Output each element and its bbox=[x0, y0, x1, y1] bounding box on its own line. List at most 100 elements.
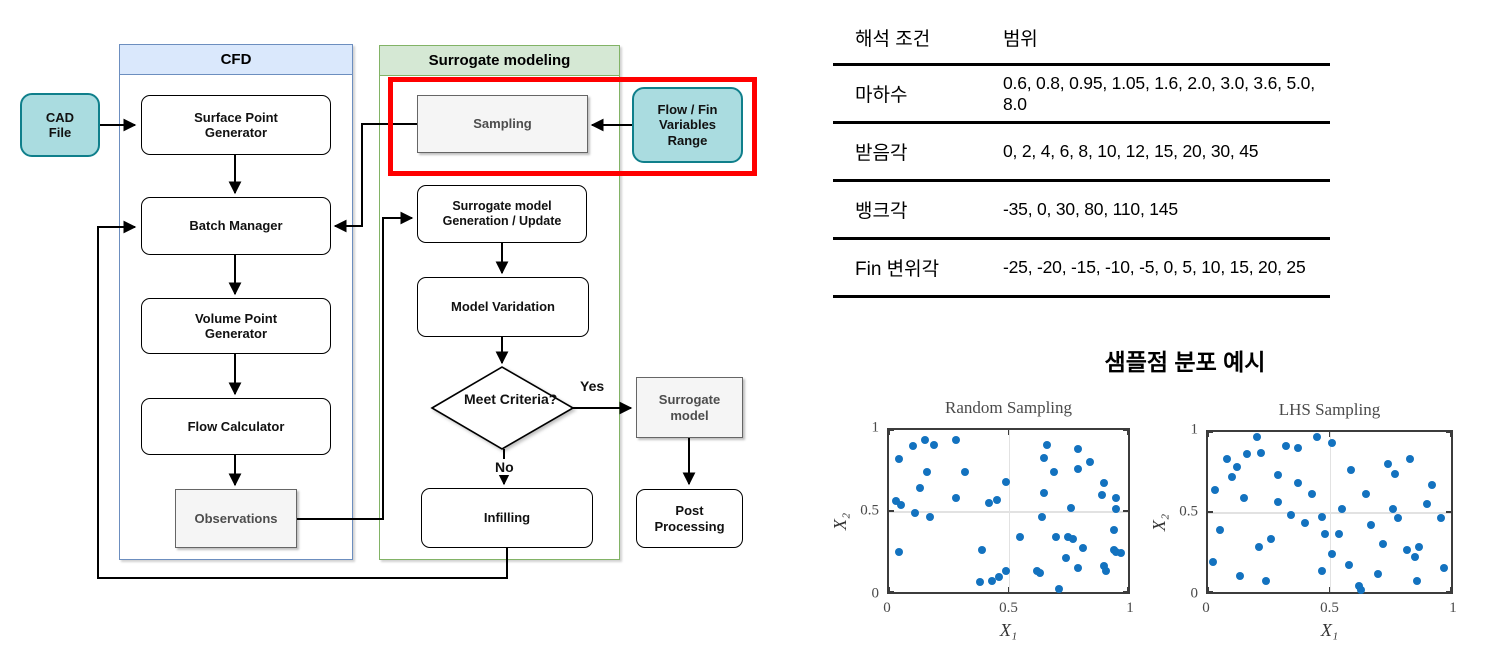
data-point bbox=[1286, 511, 1295, 520]
data-point bbox=[1301, 519, 1310, 528]
data-point bbox=[1293, 444, 1302, 452]
tick-mark bbox=[1207, 587, 1209, 592]
data-point bbox=[1308, 490, 1317, 499]
table-header-row: 해석 조건 범위 bbox=[833, 12, 1330, 66]
data-point bbox=[1100, 562, 1109, 571]
data-point bbox=[896, 500, 905, 509]
data-point bbox=[1235, 572, 1244, 580]
data-point bbox=[951, 435, 960, 444]
data-point bbox=[1208, 557, 1217, 566]
analysis-conditions-table: 해석 조건 범위 마하수 0.6, 0.8, 0.95, 1.05, 1.6, … bbox=[833, 12, 1330, 298]
data-point bbox=[1064, 532, 1073, 541]
tick-mark bbox=[1328, 587, 1331, 592]
y-tick-label: 0 bbox=[1190, 585, 1199, 602]
data-point bbox=[1262, 576, 1271, 585]
tick-mark bbox=[889, 591, 894, 593]
plot-title: Random Sampling bbox=[944, 398, 1073, 417]
y-tick-label: 1 bbox=[871, 419, 880, 436]
x-tick-label: 0.5 bbox=[1320, 600, 1339, 616]
data-point bbox=[1073, 445, 1082, 454]
data-point bbox=[1040, 489, 1049, 498]
data-point bbox=[1069, 534, 1078, 543]
data-point bbox=[961, 468, 970, 477]
cfd-section-title: CFD bbox=[120, 45, 352, 75]
data-point bbox=[1078, 544, 1087, 553]
y-tick-label: 0 bbox=[871, 585, 880, 602]
data-point bbox=[1318, 512, 1327, 521]
row-label: 받음각 bbox=[855, 143, 908, 164]
data-point bbox=[1112, 547, 1121, 556]
y-tick-label: 1 bbox=[1190, 421, 1199, 438]
data-point bbox=[1327, 549, 1336, 558]
table-header-condition: 해석 조건 bbox=[855, 29, 931, 50]
data-point bbox=[1422, 500, 1431, 508]
data-point bbox=[1337, 504, 1346, 513]
tick-mark bbox=[1328, 432, 1331, 437]
data-point bbox=[1054, 584, 1063, 593]
data-point bbox=[1344, 560, 1353, 569]
data-point bbox=[1052, 532, 1061, 541]
data-point bbox=[1223, 455, 1232, 464]
data-point bbox=[1112, 494, 1121, 503]
surrogate-section-title: Surrogate modeling bbox=[380, 46, 619, 76]
data-point bbox=[925, 513, 934, 522]
arrow-infilling-to-batchmanager bbox=[97, 220, 508, 579]
data-point bbox=[1354, 581, 1363, 590]
gridline bbox=[889, 511, 1128, 513]
tick-mark bbox=[1007, 430, 1010, 435]
node-flow-calculator: Flow Calculator bbox=[141, 398, 331, 455]
data-point bbox=[1335, 530, 1344, 539]
data-point bbox=[1040, 453, 1049, 462]
data-point bbox=[1412, 576, 1421, 585]
data-point bbox=[892, 497, 901, 506]
row-values: 0, 2, 4, 6, 8, 10, 12, 15, 20, 30, 45 bbox=[1003, 141, 1259, 161]
x-tick-label: 1 bbox=[1126, 600, 1134, 616]
data-point bbox=[1437, 514, 1446, 523]
data-point bbox=[1405, 455, 1414, 464]
tick-mark bbox=[1446, 591, 1451, 593]
data-point bbox=[1102, 566, 1111, 575]
node-surface-point-generator: Surface Point Generator bbox=[141, 95, 331, 155]
data-point bbox=[1228, 472, 1237, 481]
plot-frame bbox=[1206, 430, 1453, 595]
data-point bbox=[1002, 566, 1011, 575]
node-infilling: Infilling bbox=[421, 488, 593, 548]
tick-mark bbox=[1208, 511, 1213, 513]
data-point bbox=[1035, 568, 1044, 577]
data-point bbox=[1374, 570, 1383, 579]
data-point bbox=[1037, 513, 1046, 522]
data-point bbox=[1347, 466, 1356, 475]
node-meet-criteria-label: Meet Criteria? bbox=[464, 391, 558, 407]
data-point bbox=[1216, 525, 1225, 534]
node-volume-point-generator: Volume Point Generator bbox=[141, 298, 331, 354]
data-point bbox=[1073, 464, 1082, 473]
data-point bbox=[1061, 553, 1070, 562]
data-point bbox=[1016, 532, 1025, 541]
data-point bbox=[1327, 439, 1336, 448]
tick-mark bbox=[889, 429, 894, 431]
sample-plots-title: 샘플점 분포 예시 bbox=[1104, 349, 1266, 375]
x-tick-label: 0.5 bbox=[999, 600, 1018, 616]
data-point bbox=[1066, 503, 1075, 512]
data-point bbox=[1403, 546, 1412, 555]
tick-mark bbox=[1208, 591, 1213, 593]
data-point bbox=[1100, 479, 1109, 488]
data-point bbox=[987, 576, 996, 585]
arrow-observations-to-smgu bbox=[297, 211, 414, 520]
x-tick-label: 0 bbox=[883, 600, 891, 616]
data-point bbox=[1233, 463, 1242, 472]
data-point bbox=[1313, 432, 1322, 441]
tick-mark bbox=[1123, 510, 1128, 512]
row-label: Fin 변위각 bbox=[855, 259, 940, 280]
tick-mark bbox=[1446, 431, 1451, 433]
data-point bbox=[1116, 549, 1125, 558]
flowchart-connectors bbox=[97, 118, 696, 579]
node-surrogate-model: Surrogate model bbox=[636, 377, 743, 438]
data-point bbox=[985, 498, 994, 507]
data-point bbox=[1388, 504, 1397, 513]
branch-label-yes: Yes bbox=[578, 378, 607, 394]
data-point bbox=[1002, 477, 1011, 486]
node-batch-manager: Batch Manager bbox=[141, 197, 331, 255]
tick-mark bbox=[889, 510, 894, 512]
